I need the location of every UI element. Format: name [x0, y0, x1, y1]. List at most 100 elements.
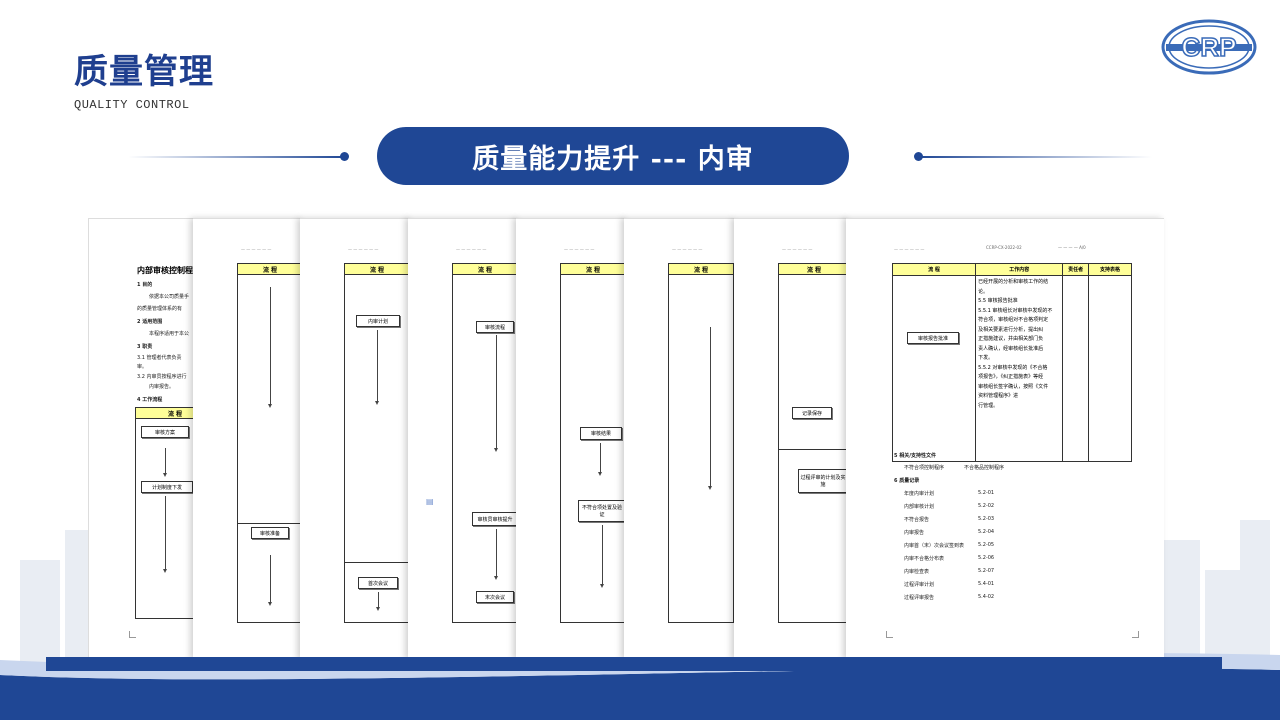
content-line: 下发。	[978, 355, 994, 361]
record-code: 5.2-01	[978, 490, 995, 496]
record-name: 内审报告	[904, 530, 925, 536]
table-cell	[1062, 275, 1089, 462]
page-title: 质量管理	[74, 52, 214, 92]
content-line: 项报告》，《纠正措施表》等经	[978, 374, 1044, 380]
flow-arrow	[708, 327, 712, 490]
content-line: 责人确认，经审核组长批准后	[978, 345, 1044, 352]
document-page-2: — — — — — — 流 程 审核准备	[193, 218, 303, 659]
content-line: 已经开展的分析和审核工作的结	[978, 279, 1049, 285]
flow-box: 审核报告批准	[907, 332, 959, 344]
content-line: 5.5.1 审核组长对审核中发现的不	[978, 307, 1053, 314]
page-subtitle: QUALITY CONTROL	[74, 98, 190, 112]
document-page-5: — — — — — — 流 程 审核结果 不符合项处置及验证	[516, 218, 628, 659]
content-line: 正措施建议，并由相关部门负	[978, 336, 1044, 342]
divider	[778, 449, 850, 450]
record-code: 5.2-03	[978, 516, 995, 522]
doc-line: 本程序适用于本公	[149, 331, 190, 337]
table-header: 支持表格	[1087, 263, 1133, 276]
flow-arrow	[163, 448, 167, 477]
page-header-line: — — — — — —	[241, 247, 272, 252]
table-cell: 已经开展的分析和审核工作的结 论。 5.5 审核报告批准 5.5.1 审核组长对…	[975, 275, 1064, 462]
content-line: 资料管理程序》进	[978, 393, 1019, 399]
crp-logo: CRP	[1161, 19, 1257, 75]
flow-arrow	[268, 555, 272, 606]
flow-arrow	[163, 496, 167, 573]
document-page-7: — — — — — — 流 程 记录保存 过程评审的计划及实施	[734, 218, 850, 659]
flow-arrow	[268, 287, 272, 408]
flow-column	[560, 275, 626, 623]
flow-box: 末次会议	[476, 591, 514, 603]
svg-text:CRP: CRP	[1182, 32, 1237, 62]
doc-line: 的质量管理体系的有	[137, 306, 183, 312]
content-line: 论。	[978, 288, 989, 295]
record-code: 5.2-06	[978, 555, 995, 561]
document-page-1: 内部审核控制程 1 目的 依据本公司质量手 的质量管理体系的有 2 适用范围 本…	[88, 218, 215, 659]
flow-column	[344, 275, 410, 623]
record-code: 5.2-02	[978, 503, 995, 509]
table-header: 工作内容	[975, 263, 1064, 276]
flow-arrow	[375, 330, 379, 405]
banner-line-right	[918, 156, 1152, 158]
flow-column	[668, 275, 734, 623]
flow-header: 流 程	[778, 263, 850, 275]
flow-arrow	[494, 529, 498, 580]
side-icon: ▤	[426, 497, 434, 506]
record-code: 5.4-01	[978, 581, 995, 587]
table-cell	[1087, 275, 1133, 462]
table-cell: 审核报告批准	[891, 275, 977, 462]
table-header: 流 程	[891, 263, 977, 276]
banner-dot-right	[914, 152, 923, 161]
section-heading: 6 质量记录	[894, 478, 920, 484]
doc-line: 2 适用范围	[137, 319, 163, 325]
flow-header: 流 程	[452, 263, 518, 275]
record-code: 5.4-02	[978, 594, 995, 600]
flow-box: 计划制度下发	[141, 481, 193, 493]
flow-box: 审核方案	[141, 426, 189, 438]
flow-arrow	[598, 443, 602, 476]
table-header: 责任者	[1062, 263, 1089, 276]
content-line: 及相关要素进行分析，提出纠	[978, 326, 1044, 333]
flow-arrow	[494, 335, 498, 452]
doc-code: CCRP-CX-2022-02	[986, 245, 1022, 250]
flow-box: 记录保存	[792, 407, 832, 419]
page-header-line: — — — — — —	[564, 247, 595, 252]
doc-line: 3.1 管理者代表负责	[137, 355, 182, 361]
document-stack: 内部审核控制程 1 目的 依据本公司质量手 的质量管理体系的有 2 适用范围 本…	[88, 218, 1164, 659]
content-line: 5.5 审核报告批准	[978, 298, 1018, 304]
record-name: 内审不合格分布表	[904, 556, 945, 562]
flow-arrow	[376, 592, 380, 611]
record-name: 内审首（末）次会议签到表	[904, 543, 965, 549]
divider	[344, 562, 410, 563]
record-code: 5.2-07	[978, 568, 995, 574]
flow-header: 流 程	[560, 263, 626, 275]
record-name: 年度内审计划	[904, 491, 935, 497]
flow-box: 审核流程	[476, 321, 514, 333]
flow-header: 流 程	[344, 263, 410, 275]
doc-line: 4 工作流程	[137, 397, 163, 403]
content-line: 审核组长签字确认，按照《文件	[978, 383, 1049, 390]
page-corner-mark	[1132, 631, 1139, 638]
flow-box: 内审计划	[356, 315, 400, 327]
banner-dot-left	[340, 152, 349, 161]
flow-box: 不符合项处置及验证	[578, 500, 626, 522]
flow-box: 首次会议	[358, 577, 398, 589]
content-line: 符合项，审核组对不合格项判定	[978, 317, 1049, 323]
record-code: 5.2-05	[978, 542, 995, 548]
document-page-8: — — — — — — CCRP-CX-2022-02 — — — — A/0 …	[846, 218, 1164, 659]
record-name: 内审检查表	[904, 569, 930, 575]
section-banner: 质量能力提升 --- 内审	[377, 127, 849, 185]
doc-line: 1 目的	[137, 282, 153, 288]
banner-text: 质量能力提升 --- 内审	[472, 143, 754, 175]
section-item: 不符合项控制程序	[904, 465, 945, 471]
section-item: 不合格品控制程序	[964, 465, 1005, 471]
page-header-line: — — — — — —	[672, 247, 703, 252]
doc-line: 3.2 内审员按程序进行	[137, 374, 187, 380]
page-header-line: — — — — — —	[348, 247, 379, 252]
flow-header: 流 程	[237, 263, 303, 275]
page-corner-mark	[129, 631, 136, 638]
flow-arrow	[600, 525, 604, 588]
bottom-bar	[46, 657, 1222, 671]
document-page-4: — — — — — — 流 程 审核流程 审核员审核提升 末次会议 ▤	[408, 218, 520, 659]
record-name: 过程评审报告	[904, 595, 935, 601]
record-name: 过程评审计划	[904, 582, 935, 588]
